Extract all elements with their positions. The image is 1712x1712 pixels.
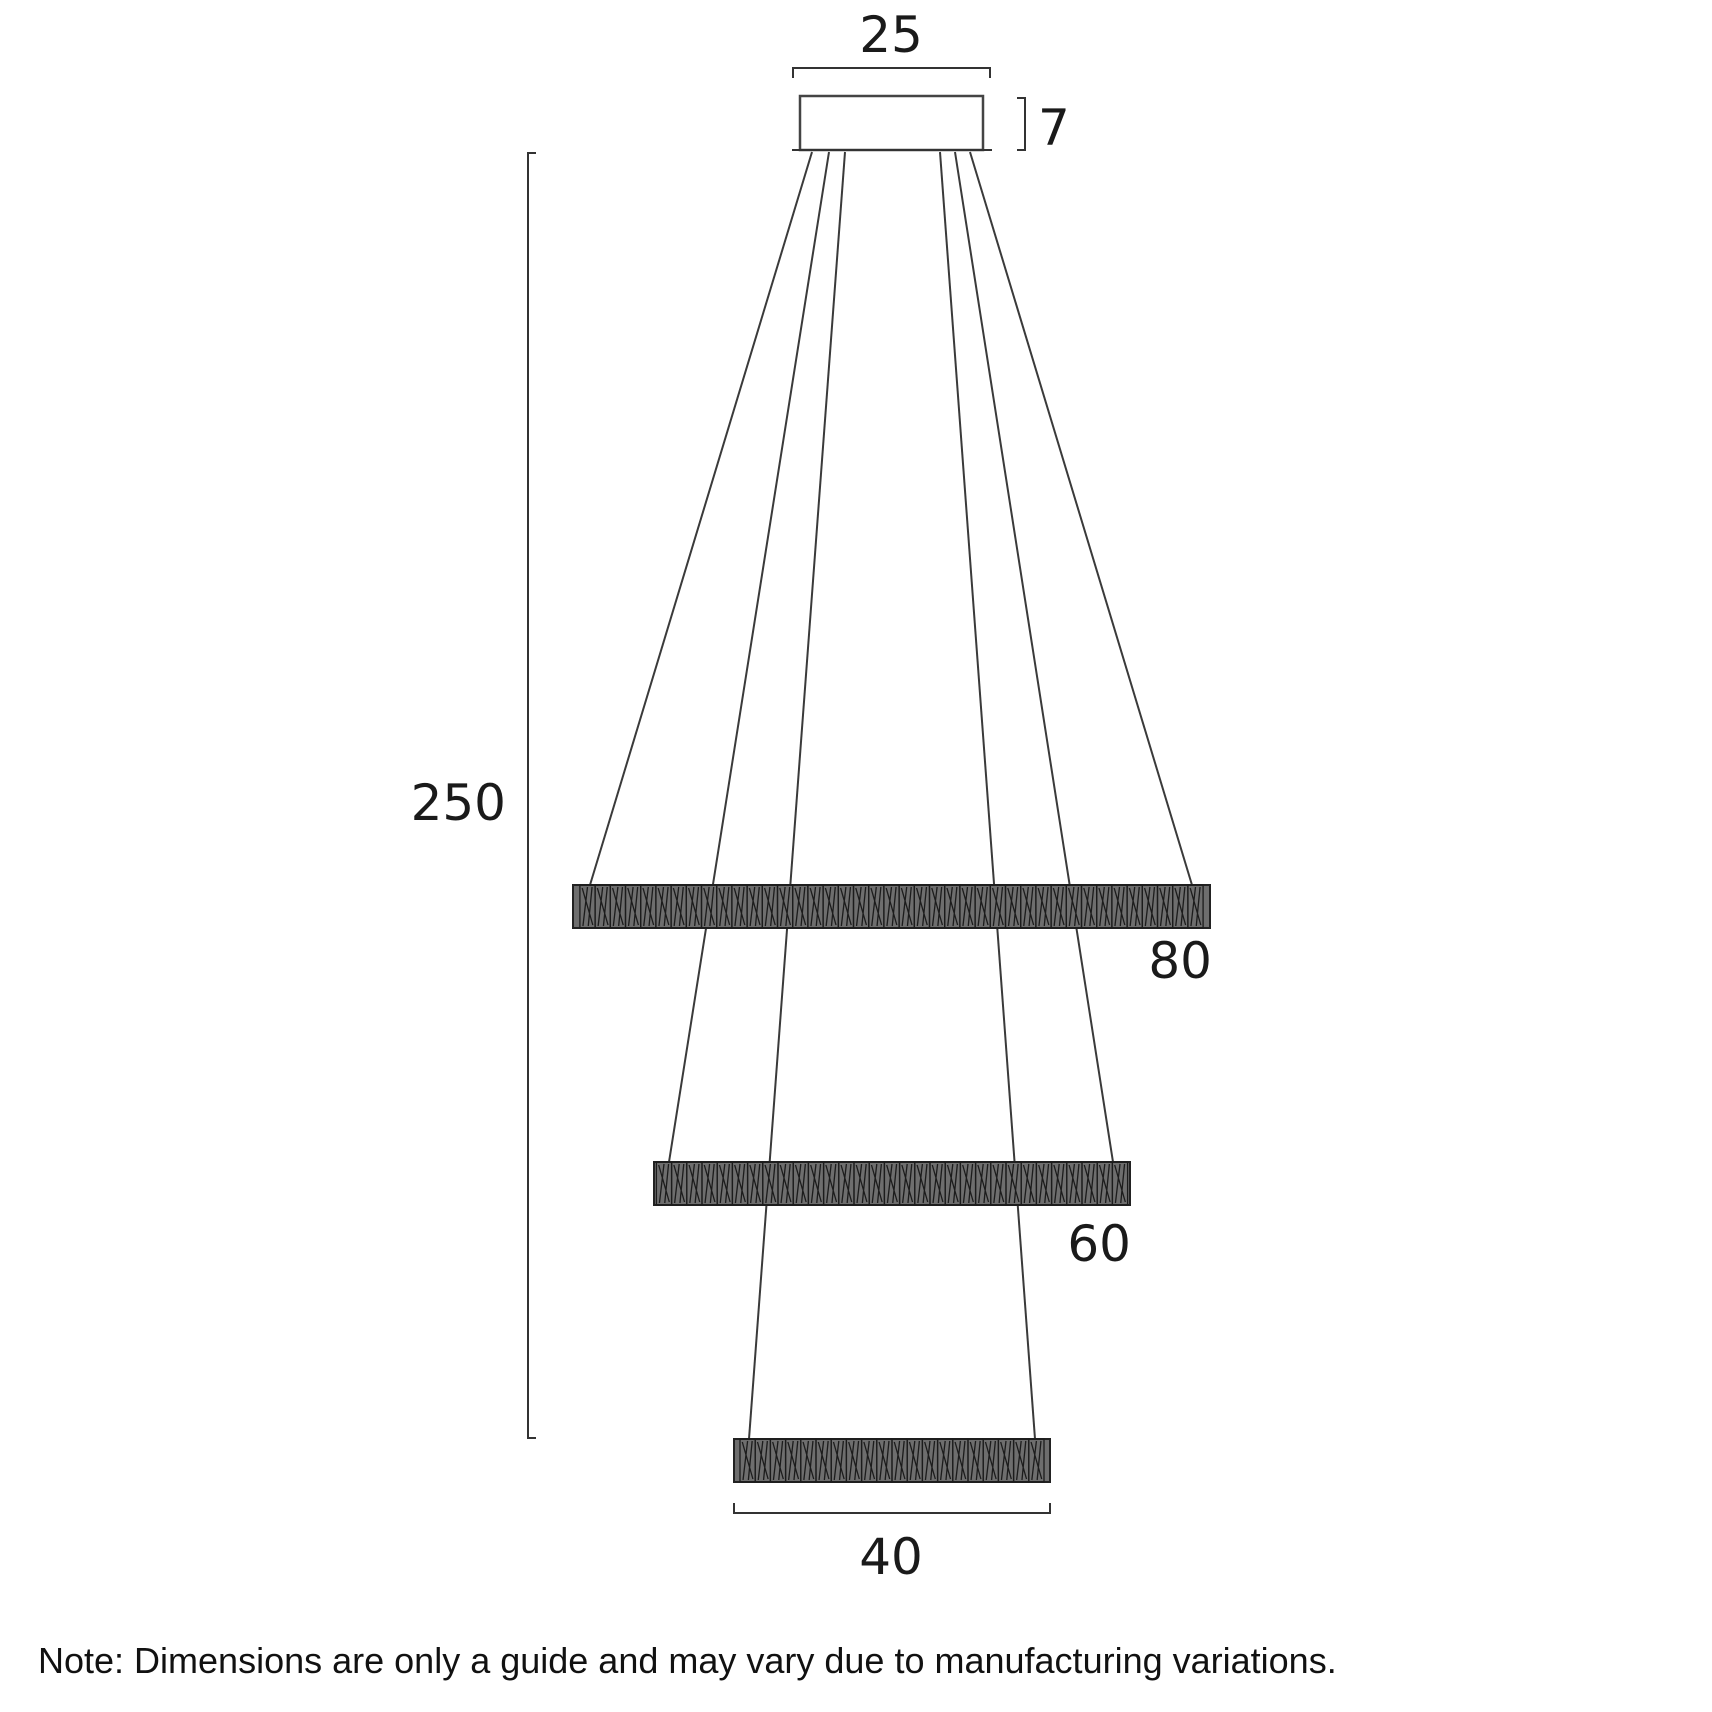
ring-medium-label: 60 (1067, 1215, 1131, 1273)
ring-medium-crystals (655, 1161, 1129, 1206)
ring-large-crystals (579, 884, 1204, 929)
ring-small-crystals (739, 1438, 1045, 1483)
ring-large (572, 884, 1211, 929)
disclaimer-note: Note: Dimensions are only a guide and ma… (38, 1640, 1337, 1681)
crystal-facet (1187, 884, 1204, 929)
overall-height-label: 250 (411, 774, 506, 832)
canopy-height-dimension: 7 (1017, 97, 1070, 157)
suspension-cables (589, 151, 1193, 1440)
canopy-width-dimension: 25 (792, 6, 991, 78)
crystal-facet (1028, 1438, 1045, 1483)
ring-small-width-label: 40 (859, 1528, 923, 1586)
ring-large-label: 80 (1148, 932, 1212, 990)
overall-height-dimension: 250 (411, 152, 536, 1439)
ring-small-width-dimension: 40 (733, 1503, 1051, 1586)
ceiling-canopy (792, 94, 992, 152)
canopy-width-label: 25 (859, 6, 923, 64)
crystal-facet (1111, 1161, 1129, 1206)
canopy-height-label: 7 (1038, 99, 1070, 157)
ring-medium (653, 1161, 1131, 1206)
ring-small (733, 1438, 1051, 1483)
